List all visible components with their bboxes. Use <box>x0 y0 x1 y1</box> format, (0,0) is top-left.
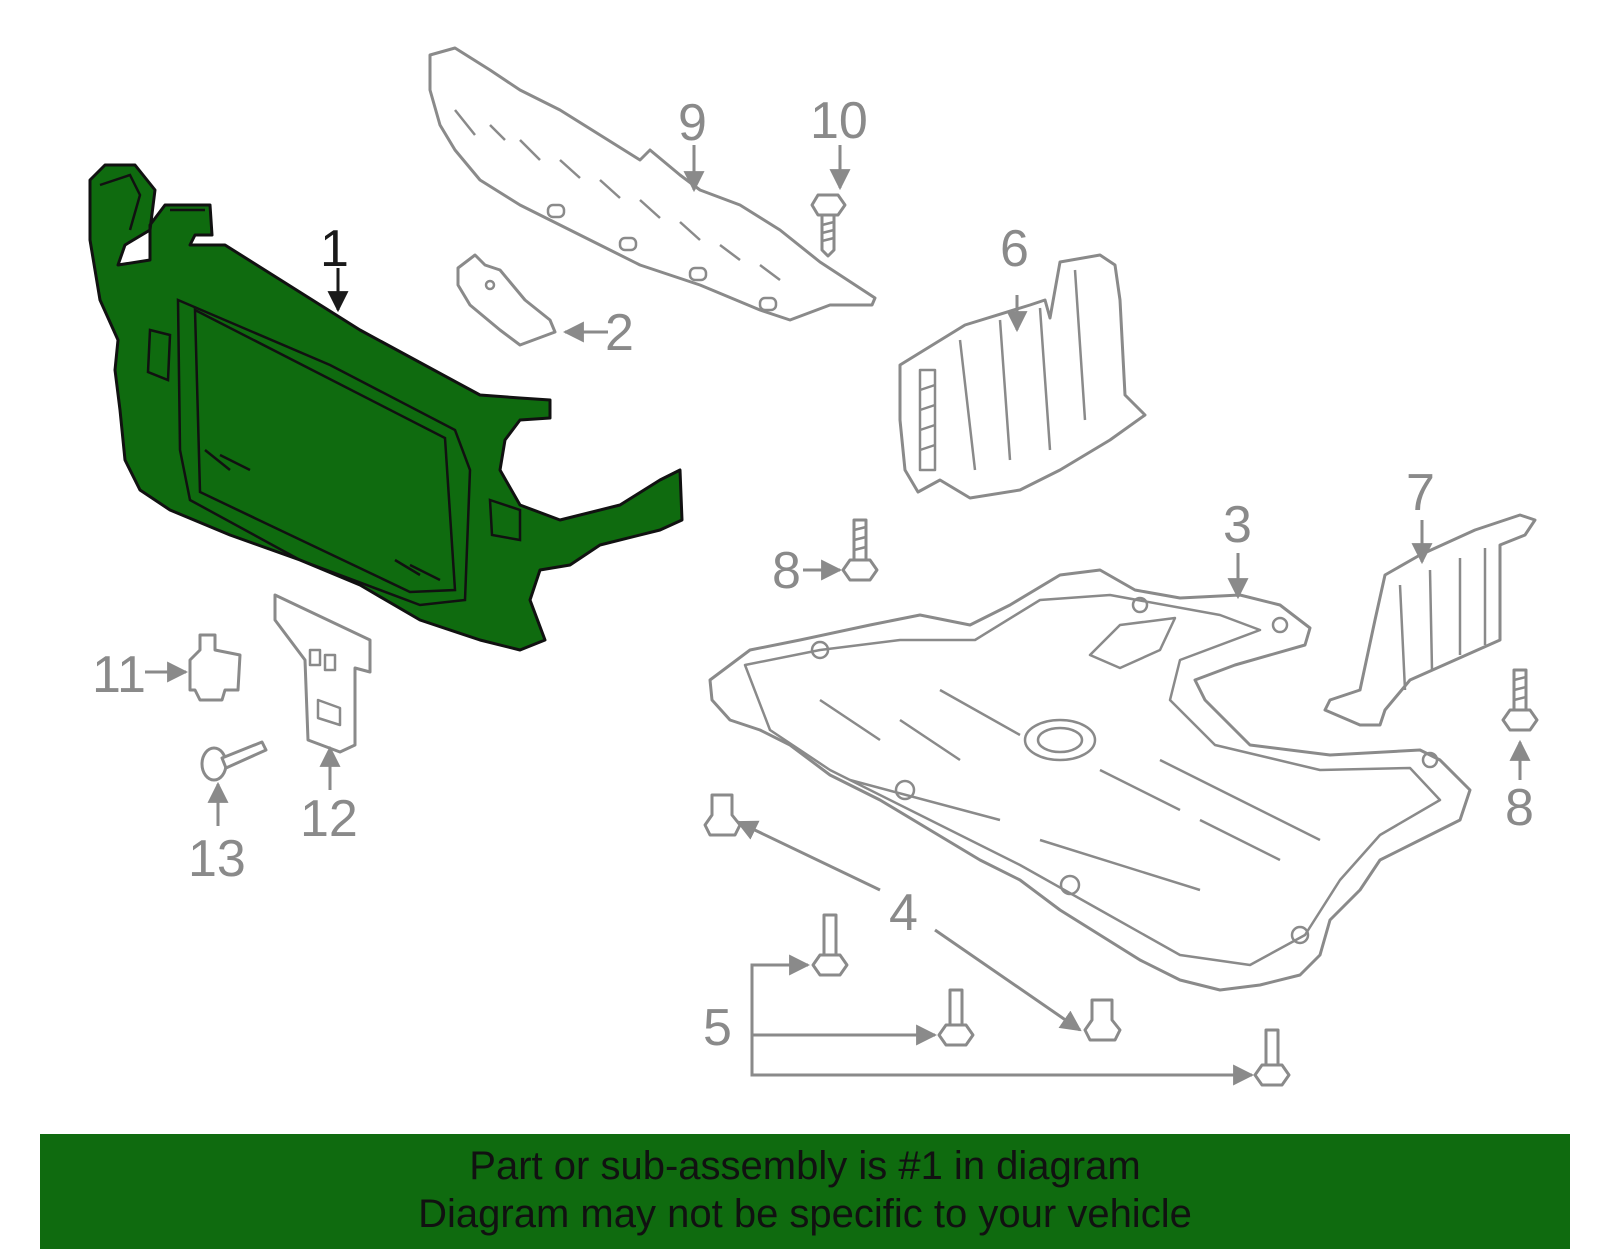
part-6-splash-shield[interactable] <box>898 253 1147 500</box>
part-2-bracket[interactable] <box>456 253 557 347</box>
part-5-bolt-b[interactable] <box>937 988 975 1047</box>
banner-line-1: Part or sub-assembly is #1 in diagram <box>469 1144 1141 1188</box>
leader-lines <box>145 145 1531 1086</box>
part-11-clip[interactable] <box>188 633 242 702</box>
part-7-side-shield[interactable] <box>1323 513 1537 727</box>
callout-9: 9 <box>678 94 707 152</box>
callout-4: 4 <box>889 884 918 942</box>
part-9-upper-cover[interactable] <box>428 46 877 322</box>
callout-13: 13 <box>188 830 246 888</box>
part-12-bracket[interactable] <box>273 593 372 754</box>
callout-11: 11 <box>92 646 146 704</box>
exploded-parts-diagram: 1 2 3 4 5 6 7 8 8 9 10 11 12 13 <box>88 46 1539 1087</box>
part-3-undercover[interactable] <box>708 568 1472 992</box>
part-5-bolt-c[interactable] <box>1253 1028 1291 1087</box>
part-10-bolt[interactable] <box>810 193 847 258</box>
callout-2: 2 <box>605 304 634 362</box>
callout-8-right: 8 <box>1505 779 1534 837</box>
callout-labels: 1 2 3 4 5 6 7 8 8 9 10 11 12 13 <box>92 92 1534 1057</box>
part-5-bolt-a[interactable] <box>811 913 849 977</box>
info-banner: Part or sub-assembly is #1 in diagram Di… <box>40 1134 1570 1249</box>
part-4-clip-right[interactable] <box>1083 998 1122 1042</box>
callout-12: 12 <box>300 790 358 848</box>
part-4-clip-left[interactable] <box>703 793 742 837</box>
callout-6: 6 <box>1000 220 1029 278</box>
callout-1: 1 <box>320 220 349 278</box>
part-8-bolt-left[interactable] <box>841 518 879 582</box>
callout-10: 10 <box>810 92 868 150</box>
callout-8-left: 8 <box>772 542 801 600</box>
part-13-screw[interactable] <box>200 740 268 782</box>
callout-7: 7 <box>1406 464 1435 522</box>
callout-3: 3 <box>1223 496 1252 554</box>
callout-5: 5 <box>703 999 732 1057</box>
part-1-radiator-support[interactable] <box>88 163 684 652</box>
banner-line-2: Diagram may not be specific to your vehi… <box>418 1192 1192 1236</box>
part-8-bolt-right[interactable] <box>1501 668 1539 732</box>
